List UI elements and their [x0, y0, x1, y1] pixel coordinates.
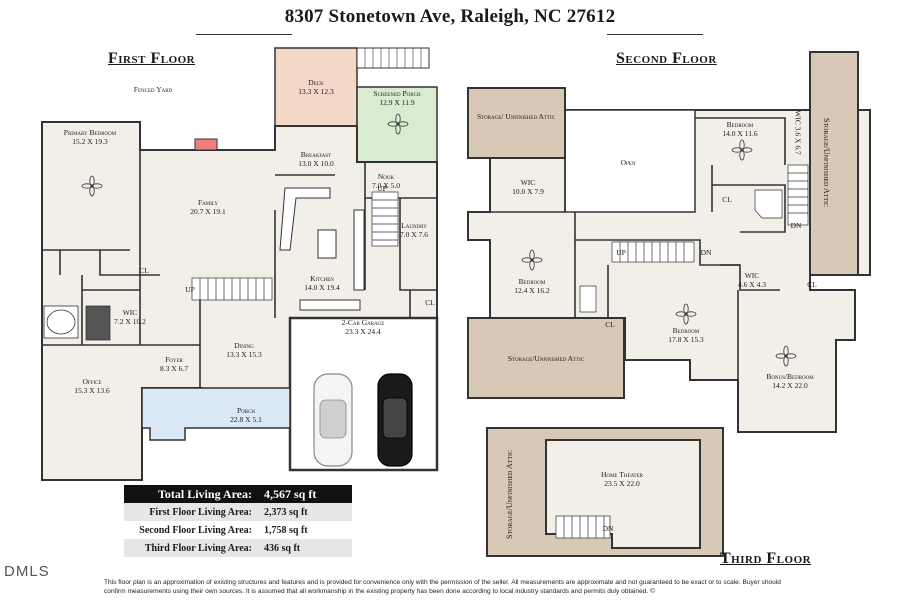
living-area-value: 4,567 sq ft: [258, 485, 352, 503]
white-car-icon: [313, 373, 353, 467]
second-floor-plan: [467, 51, 871, 433]
black-car-icon: [377, 373, 413, 467]
deck-room: [274, 47, 358, 127]
storage-attic-bottom: [467, 317, 625, 399]
fenced-yard-label: Fenced Yard: [133, 85, 173, 94]
first-floor-heading: First Floor: [108, 50, 196, 67]
living-area-row-second: Second Floor Living Area: 1,758 sq ft: [124, 521, 352, 539]
third-floor-heading: Third Floor: [720, 550, 812, 567]
second-wic-top-label: WIC 3.6 X 6.7: [793, 110, 803, 155]
storage-attic-bottom-label: Storage/Unfinished Attic: [507, 354, 585, 363]
closet-label-1: CL: [139, 266, 149, 275]
second-closet-label-b: CL: [605, 320, 615, 329]
deck-stairs: [356, 47, 430, 69]
living-area-label: Total Living Area:: [124, 485, 258, 503]
second-closet-label-a: CL: [722, 195, 732, 204]
third-floor-stairs: [555, 515, 611, 539]
open-label: Open: [620, 158, 636, 167]
open-area: [564, 109, 696, 213]
second-stairs-dn-label-b: DN: [700, 248, 712, 257]
closet-label-2: CL: [425, 298, 435, 307]
storage-attic-right: [809, 51, 859, 276]
garage-cars: [313, 373, 413, 467]
first-floor-stairs: [191, 191, 399, 301]
second-stairs-dn-label-a: DN: [790, 221, 802, 230]
storage-attic-right-label: Storage/Unfinished Attic: [822, 117, 832, 208]
living-area-value: 436 sq ft: [258, 539, 352, 557]
second-closet-label-c: CL: [807, 280, 817, 289]
living-area-value: 1,758 sq ft: [258, 521, 352, 539]
second-floor-heading: Second Floor: [616, 50, 717, 67]
third-stairs-dn-label: DN: [602, 524, 614, 533]
title-rule-right: [607, 34, 703, 35]
third-storage-attic-label: Storage/Unfinished Attic: [505, 449, 515, 540]
living-area-table: Total Living Area: 4,567 sq ft First Flo…: [124, 485, 352, 557]
garage-room: [288, 316, 439, 472]
living-area-row-third: Third Floor Living Area: 436 sq ft: [124, 539, 352, 557]
porch-room: [141, 387, 291, 441]
disclaimer-text: This floor plan is an approximation of e…: [104, 579, 781, 595]
storage-attic-top-label: Storage/ Unfinished Attic: [476, 112, 556, 121]
second-stairs-up-label: UP: [616, 248, 626, 257]
living-area-row-first: First Floor Living Area: 2,373 sq ft: [124, 503, 352, 521]
page-title: 8307 Stonetown Ave, Raleigh, NC 27612: [284, 6, 616, 27]
stairs-up-label-1: UP: [377, 184, 387, 193]
living-area-label: Third Floor Living Area:: [124, 539, 258, 557]
living-area-label: Second Floor Living Area:: [124, 521, 258, 539]
tub: [43, 305, 111, 341]
storage-attic-top: [467, 87, 566, 159]
title-rule-left: [196, 34, 292, 35]
third-floor-plan: [486, 427, 724, 557]
living-area-value: 2,373 sq ft: [258, 503, 352, 521]
mls-logo: DMLS: [4, 563, 50, 580]
living-area-row-total: Total Living Area: 4,567 sq ft: [124, 485, 352, 503]
fireplace: [194, 138, 218, 151]
living-area-label: First Floor Living Area:: [124, 503, 258, 521]
stairs-up-label-2: UP: [185, 285, 195, 294]
